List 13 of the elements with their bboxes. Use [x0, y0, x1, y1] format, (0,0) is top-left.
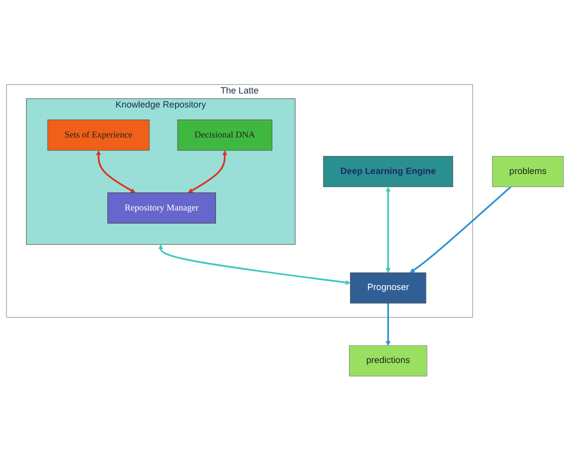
arrow — [410, 186, 512, 274]
node-box: Repository Manager — [107, 192, 216, 224]
node-box: Prognoser — [350, 272, 426, 304]
arrow — [188, 150, 228, 194]
arrow — [386, 187, 391, 274]
node-box: predictions — [349, 346, 428, 377]
arrow — [96, 150, 136, 194]
node-box: problems — [492, 156, 564, 188]
arrow — [386, 303, 391, 346]
arrow — [158, 244, 351, 286]
node-box: Sets of Experience — [47, 120, 150, 151]
node-box: Decisional DNA — [177, 120, 272, 151]
node-box: Deep Learning Engine — [323, 156, 454, 188]
